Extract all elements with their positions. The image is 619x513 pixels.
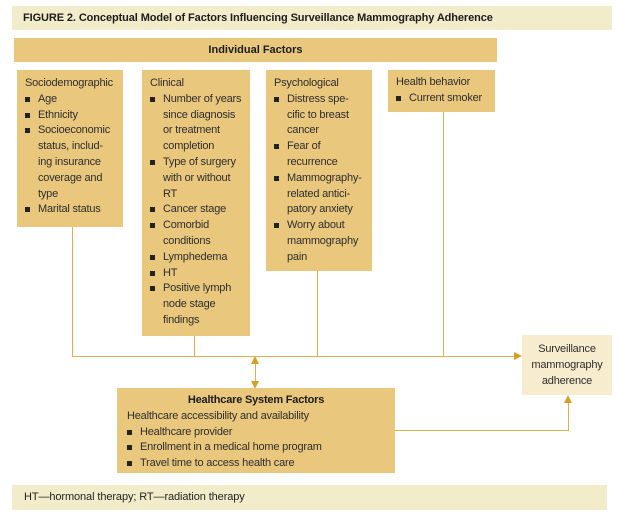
individual-factors-header: Individual Factors (14, 38, 497, 62)
connector-health-behavior (443, 112, 444, 357)
bullet-item: Fear of recurrence (274, 139, 368, 171)
bullet-item: Age (25, 92, 119, 108)
arrowhead-up-icon (564, 395, 572, 403)
connector-clinical (194, 336, 195, 357)
connector-psychological (317, 271, 318, 357)
bullet-item: Marital status (25, 202, 119, 218)
healthcare-subtitle: Healthcare accessibility and availabilit… (127, 409, 309, 422)
bullet-square-icon (150, 159, 155, 165)
bullet-list: Current smoker (396, 91, 491, 107)
bullet-square-icon (274, 175, 279, 181)
box-psychological: Psychological Distress spe- cific to bre… (266, 70, 372, 271)
bullet-item-text: Type of surgery with or without RT (163, 155, 236, 200)
bullet-item-text: Marital status (38, 203, 101, 216)
bullet-item: Mammography- related antici- patory anxi… (274, 171, 368, 218)
bullet-item-text: Distress spe- cific to breast cancer (287, 92, 349, 137)
box-header: Psychological (274, 77, 339, 89)
bullet-item-text: Lymphedema (163, 250, 228, 263)
healthcare-arrow-horizontal (395, 430, 568, 431)
arrowhead-right-icon (514, 352, 522, 360)
healthcare-title: Healthcare System Factors (187, 394, 325, 406)
bullet-item: Socioeconomic status, includ- ing insura… (25, 123, 119, 202)
figure-title: FIGURE 2. Conceptual Model of Factors In… (12, 6, 612, 30)
bullet-item-text: Cancer stage (163, 203, 227, 216)
bullet-item: Type of surgery with or without RT (150, 155, 246, 202)
bullet-square-icon (274, 144, 279, 150)
bullet-item: Number of years since diagnosis or treat… (150, 92, 246, 155)
bullet-item-text: HT (163, 266, 178, 279)
connector-sociodemographic (72, 227, 73, 357)
bullet-square-icon (25, 128, 30, 134)
bullet-item-text: Age (38, 92, 57, 105)
box-header: Health behavior (396, 76, 471, 88)
bullet-item: Distress spe- cific to breast cancer (274, 92, 368, 139)
bullet-item: Worry about mammography pain (274, 218, 368, 265)
bullet-item: Lymphedema (150, 250, 246, 266)
box-surveillance-mammography-adherence: Surveillance mammography adherence (522, 335, 612, 395)
bullet-item-text: Fear of recurrence (287, 140, 338, 168)
bullet-square-icon (150, 270, 155, 276)
bullet-square-icon (127, 429, 132, 435)
bullet-square-icon (150, 254, 155, 260)
bullet-item-text: Enrollment in a medical home program (140, 441, 322, 454)
outcome-label: Surveillance mammography adherence (531, 343, 603, 387)
bullet-item-text: Comorbid conditions (163, 219, 211, 247)
box-header: Clinical (150, 77, 184, 89)
bullet-item-text: Mammography- related antici- patory anxi… (287, 171, 362, 216)
bullet-square-icon (274, 96, 279, 102)
bullet-item-text: Socioeconomic status, includ- ing insura… (38, 124, 110, 200)
bullet-item-text: Travel time to access health care (140, 457, 295, 470)
healthcare-arrow-vertical (568, 401, 569, 431)
bullet-item: HT (150, 266, 246, 282)
bullet-list: Number of years since diagnosis or treat… (150, 92, 246, 329)
bullet-square-icon (150, 207, 155, 213)
bullet-item-text: Positive lymph node stage findings (163, 282, 232, 326)
bullet-item: Cancer stage (150, 202, 246, 218)
arrowhead-down-icon (251, 381, 259, 389)
bullet-square-icon (150, 286, 155, 292)
bullet-item: Ethnicity (25, 108, 119, 124)
bullet-square-icon (150, 96, 155, 102)
bullet-square-icon (25, 112, 30, 118)
figure-footnote: HT—hormonal therapy; RT—radiation therap… (12, 485, 607, 510)
bullet-square-icon (127, 461, 132, 467)
bullet-item: Travel time to access health care (127, 456, 385, 472)
bullet-square-icon (396, 95, 401, 101)
bullet-square-icon (150, 223, 155, 229)
bullet-square-icon (127, 445, 132, 451)
bullet-item-text: Healthcare provider (140, 425, 233, 438)
bullet-square-icon (25, 96, 30, 102)
bullet-item: Enrollment in a medical home program (127, 440, 385, 456)
bullet-item: Positive lymph node stage findings (150, 281, 246, 328)
box-healthcare-system-factors: Healthcare System Factors Healthcare acc… (117, 388, 395, 473)
bullet-item: Healthcare provider (127, 425, 385, 441)
bullet-item-text: Number of years since diagnosis or treat… (163, 92, 242, 153)
main-arrow-line (72, 356, 515, 357)
double-arrow-line (255, 361, 256, 383)
box-health-behavior: Health behavior Current smoker (388, 70, 495, 112)
box-header: Sociodemographic (25, 77, 113, 89)
bullet-item: Current smoker (396, 91, 491, 107)
bullet-item-text: Current smoker (409, 91, 482, 104)
box-clinical: Clinical Number of years since diagnosis… (142, 70, 250, 336)
bullet-item-text: Worry about mammography pain (287, 219, 359, 263)
bullet-square-icon (25, 207, 30, 213)
arrowhead-up-icon (251, 356, 259, 364)
bullet-square-icon (274, 223, 279, 229)
bullet-item: Comorbid conditions (150, 218, 246, 250)
bullet-item-text: Ethnicity (38, 108, 78, 121)
